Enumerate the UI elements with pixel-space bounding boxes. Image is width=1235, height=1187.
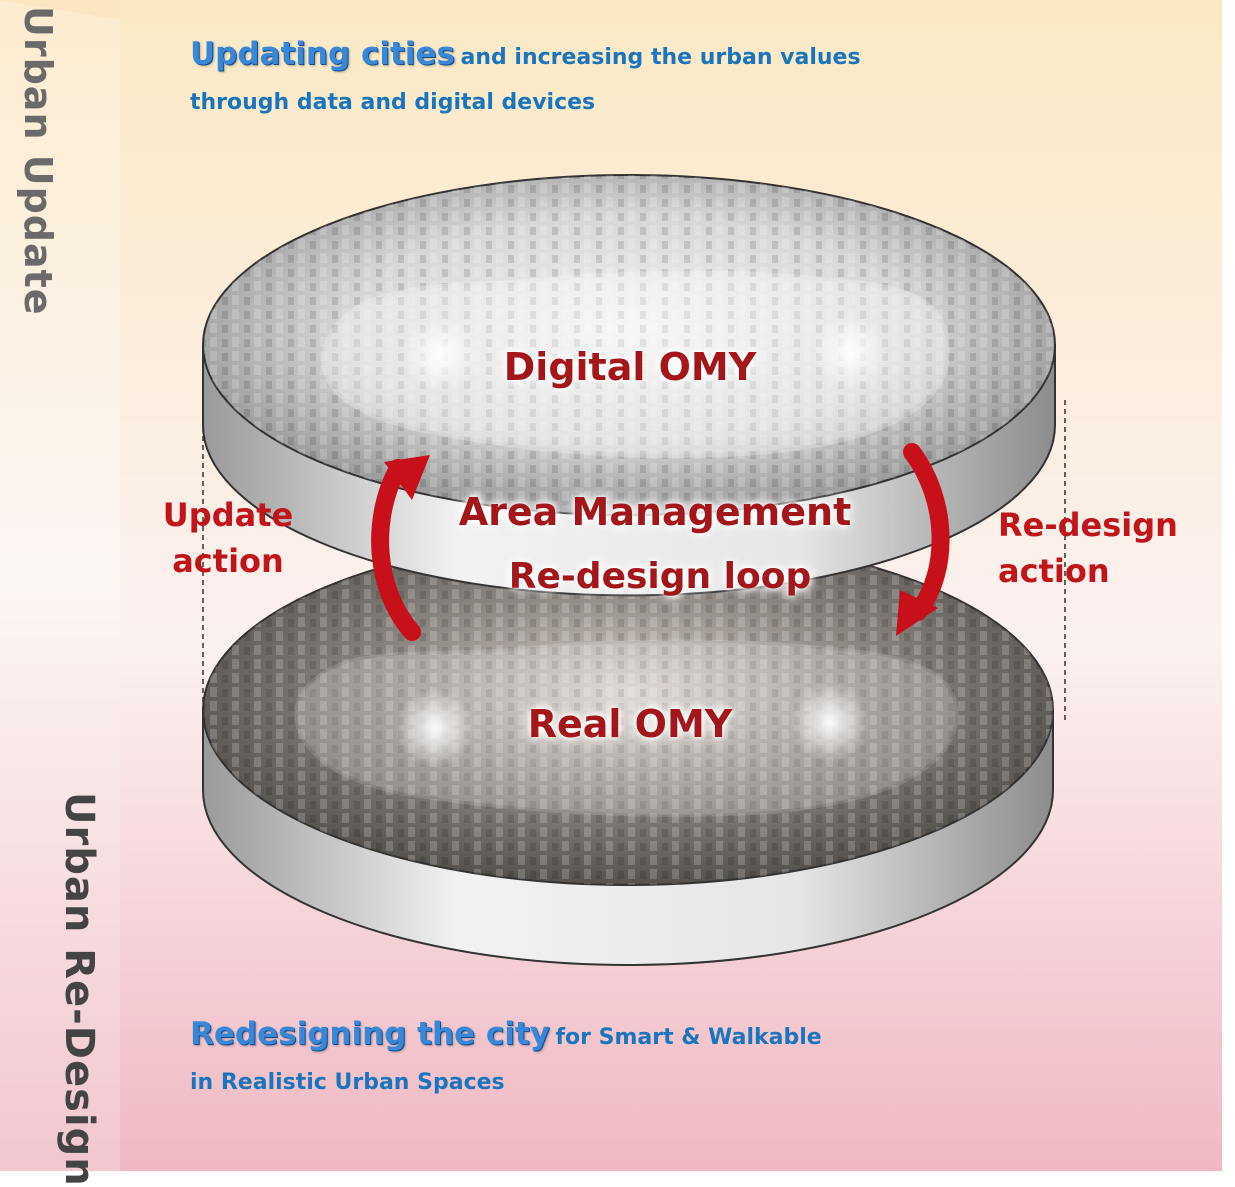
digital-omy-label: Digital OMY	[503, 345, 757, 389]
redesign-action-line2: action	[998, 552, 1110, 590]
top-headline-rest: and increasing the urban values	[460, 45, 861, 70]
update-action-label: Update action	[148, 492, 308, 584]
urban-update-label: Urban Update	[16, 6, 60, 316]
redesign-action-line1: Re-design	[998, 506, 1178, 544]
real-omy-highlight-area	[294, 639, 959, 818]
top-headline-line2: through data and digital devices	[190, 90, 596, 115]
redesign-arrow	[896, 443, 950, 636]
real-omy-label: Real OMY	[527, 702, 733, 746]
redesign-action-label: Re-design action	[998, 502, 1208, 594]
bottom-headline: Redesigning the city for Smart & Walkabl…	[190, 1012, 1090, 1106]
bottom-headline-rest: for Smart & Walkable	[555, 1025, 822, 1050]
top-headline-emphasis: Updating cities	[190, 36, 455, 72]
loop-label-line1: Area Management	[458, 490, 852, 534]
side-wedge	[0, 0, 120, 1171]
top-headline: Updating cities and increasing the urban…	[190, 32, 1090, 126]
side-wedge-shade	[0, 0, 120, 1171]
update-action-line1: Update	[162, 496, 294, 534]
bottom-headline-line2: in Realistic Urban Spaces	[190, 1070, 505, 1095]
digital-omy-disc	[202, 174, 1056, 597]
urban-redesign-label: Urban Re-Design	[56, 792, 102, 1187]
bottom-headline-emphasis: Redesigning the city	[190, 1016, 550, 1052]
update-arrow	[371, 455, 430, 641]
update-action-line2: action	[172, 542, 284, 580]
digital-omy-highlight-area	[321, 270, 950, 458]
loop-label-line2: Re-design loop	[508, 556, 812, 597]
